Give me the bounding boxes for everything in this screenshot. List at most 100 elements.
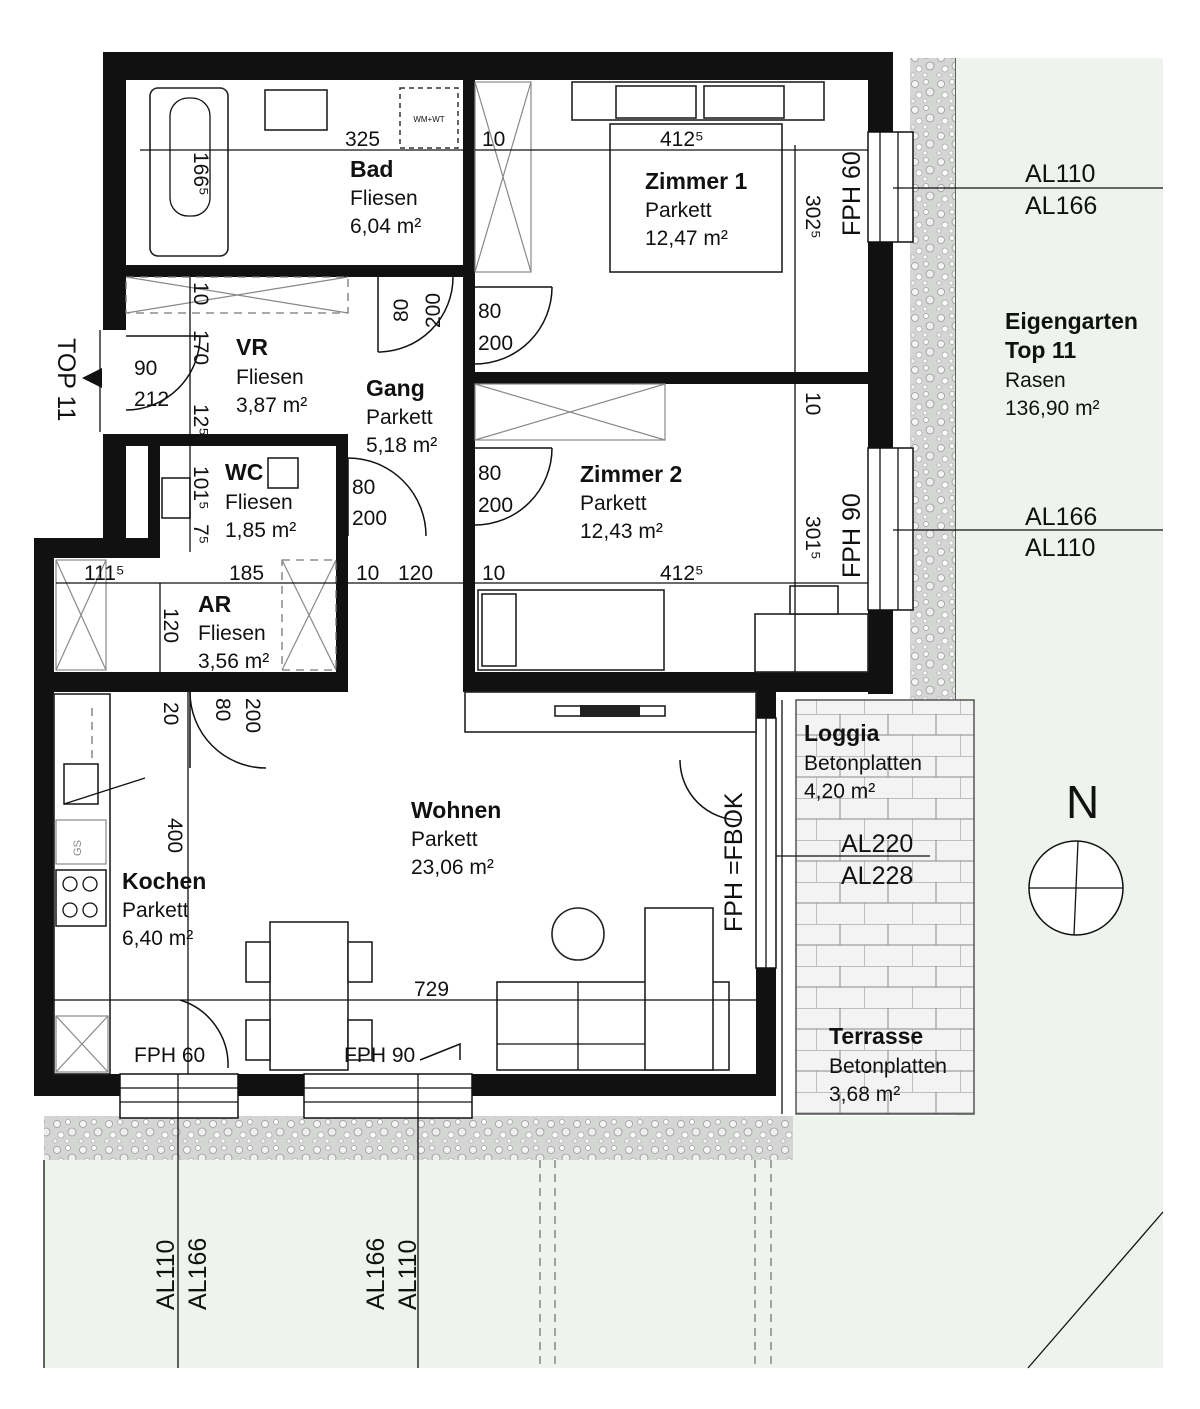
range-hood: [63, 763, 99, 805]
room-area-ar: 3,56 m²: [198, 650, 269, 673]
dim-bad-wall: 10: [482, 128, 505, 151]
doors: [125, 276, 741, 1069]
kitchen-cabinet: [55, 1015, 109, 1073]
room-floor-wohnen: Parkett: [411, 828, 478, 851]
dim-door-bad-height: 200: [422, 293, 445, 328]
dim-zimmer2-depth: 301⁵: [801, 516, 824, 560]
dim-wc-depth: 101⁵: [189, 466, 212, 510]
level-bottom-2a: AL166: [362, 1238, 390, 1310]
dim-gang-wall-a: 10: [356, 562, 379, 585]
wardrobe-2: [474, 383, 666, 441]
wc-sink: [267, 457, 299, 489]
room-name-vr: VR: [236, 334, 268, 360]
room-name-wc: WC: [225, 459, 263, 485]
room-area-loggia: 4,20 m²: [804, 780, 875, 803]
dim-vr-depth: 170: [189, 330, 212, 365]
dim-door-wc-width: 80: [352, 476, 375, 499]
dim-ar-width: 185: [229, 562, 264, 585]
room-area-wohnen: 23,06 m²: [411, 856, 494, 879]
room-name-bad: Bad: [350, 156, 393, 182]
room-floor-wc: Fliesen: [225, 491, 293, 514]
dim-door-wc-height: 200: [352, 507, 387, 530]
dishwasher: [55, 819, 107, 865]
wc-toilet: [161, 477, 191, 519]
room-name-terrasse: Terrasse: [829, 1023, 923, 1049]
dim-zimmer1-depth: 302⁵: [801, 195, 824, 239]
level-right-2a: AL166: [1025, 503, 1097, 531]
dim-zimmer2-width: 412⁵: [660, 562, 704, 585]
north-label: N: [1066, 776, 1099, 828]
dim-door-z1-width: 80: [478, 300, 501, 323]
room-floor-kochen: Parkett: [122, 899, 189, 922]
dim-door-ar-height: 200: [241, 698, 264, 733]
cooktop: [55, 869, 107, 927]
dining-table: [269, 921, 349, 1071]
garden-area-value: 136,90 m²: [1005, 397, 1100, 420]
room-name-gang: Gang: [366, 375, 425, 401]
dim-door-z1-height: 200: [478, 332, 513, 355]
ar-shelf-right: [281, 559, 337, 671]
terrace-paving: [795, 699, 975, 1115]
room-floor-vr: Fliesen: [236, 366, 304, 389]
fph-loggia: FPH =FBOK: [720, 792, 748, 932]
coffee-table: [551, 907, 605, 961]
dim-wohnen-width: 729: [414, 978, 449, 1001]
bed-1: [609, 123, 783, 273]
wm-label: WM+WT: [413, 115, 444, 124]
dim-gang-wall-b: 10: [482, 562, 505, 585]
room-name-zimmer2: Zimmer 2: [580, 461, 682, 487]
wardrobe-1: [474, 81, 532, 273]
level-right-2b: AL110: [1025, 534, 1095, 562]
room-area-zimmer2: 12,43 m²: [580, 520, 663, 543]
dim-entry-height: 212: [134, 388, 169, 411]
room-area-kochen: 6,40 m²: [122, 927, 193, 950]
level-loggia-a: AL220: [841, 830, 913, 858]
bathtub: [149, 87, 229, 257]
entry-arrow-icon: [82, 368, 102, 388]
dim-vr-wall: 10: [189, 282, 212, 305]
garden-name-line1: Eigengarten: [1005, 308, 1138, 334]
dim-ar-wall: 20: [159, 702, 182, 725]
dim-kitchen-depth: 400: [163, 818, 186, 853]
room-name-loggia: Loggia: [804, 720, 880, 746]
room-area-terrasse: 3,68 m²: [829, 1083, 900, 1106]
dim-door-z2-height: 200: [478, 494, 513, 517]
room-name-zimmer1: Zimmer 1: [645, 168, 747, 194]
room-area-gang: 5,18 m²: [366, 434, 437, 457]
room-floor-zimmer1: Parkett: [645, 199, 712, 222]
fph-kochen: FPH 60: [134, 1044, 205, 1067]
dim-bathtub: 166⁵: [189, 152, 212, 196]
bath-sink: [264, 89, 328, 131]
garden-floor: Rasen: [1005, 369, 1066, 392]
level-right-1b: AL166: [1025, 192, 1097, 220]
windows: [119, 131, 914, 1119]
compass-icon: [1028, 840, 1124, 936]
room-area-vr: 3,87 m²: [236, 394, 307, 417]
dim-z2-wall: 10: [801, 392, 824, 415]
garden-area: [43, 58, 1164, 1369]
dim-ar-left: 111⁵: [84, 562, 125, 585]
level-loggia-b: AL228: [841, 862, 913, 890]
dim-wc-small: 7⁵: [189, 524, 212, 544]
dim-entry-width: 90: [134, 357, 157, 380]
dim-door-ar-width: 80: [211, 698, 234, 721]
room-name-ar: AR: [198, 591, 232, 617]
fph-zimmer1: FPH 60: [838, 151, 866, 236]
dim-door-bad-width: 80: [390, 299, 413, 322]
level-bottom-1a: AL110: [152, 1240, 180, 1310]
level-right-1a: AL110: [1025, 160, 1095, 188]
fph-zimmer2: FPH 90: [838, 493, 866, 578]
garden-name-line2: Top 11: [1005, 337, 1076, 363]
room-floor-bad: Fliesen: [350, 187, 418, 210]
dim-bad-width: 325: [345, 128, 380, 151]
desk: [754, 613, 869, 673]
entry-label: TOP 11: [52, 338, 80, 421]
dim-vr-small: 12⁵: [189, 404, 212, 436]
dim-ar-depth: 120: [159, 608, 182, 643]
dishwasher-label: GS: [72, 840, 84, 856]
room-area-wc: 1,85 m²: [225, 519, 296, 542]
dim-gang-width: 120: [398, 562, 433, 585]
level-bottom-2b: AL110: [394, 1240, 422, 1310]
furniture: WM+WT GS: [53, 81, 869, 1075]
